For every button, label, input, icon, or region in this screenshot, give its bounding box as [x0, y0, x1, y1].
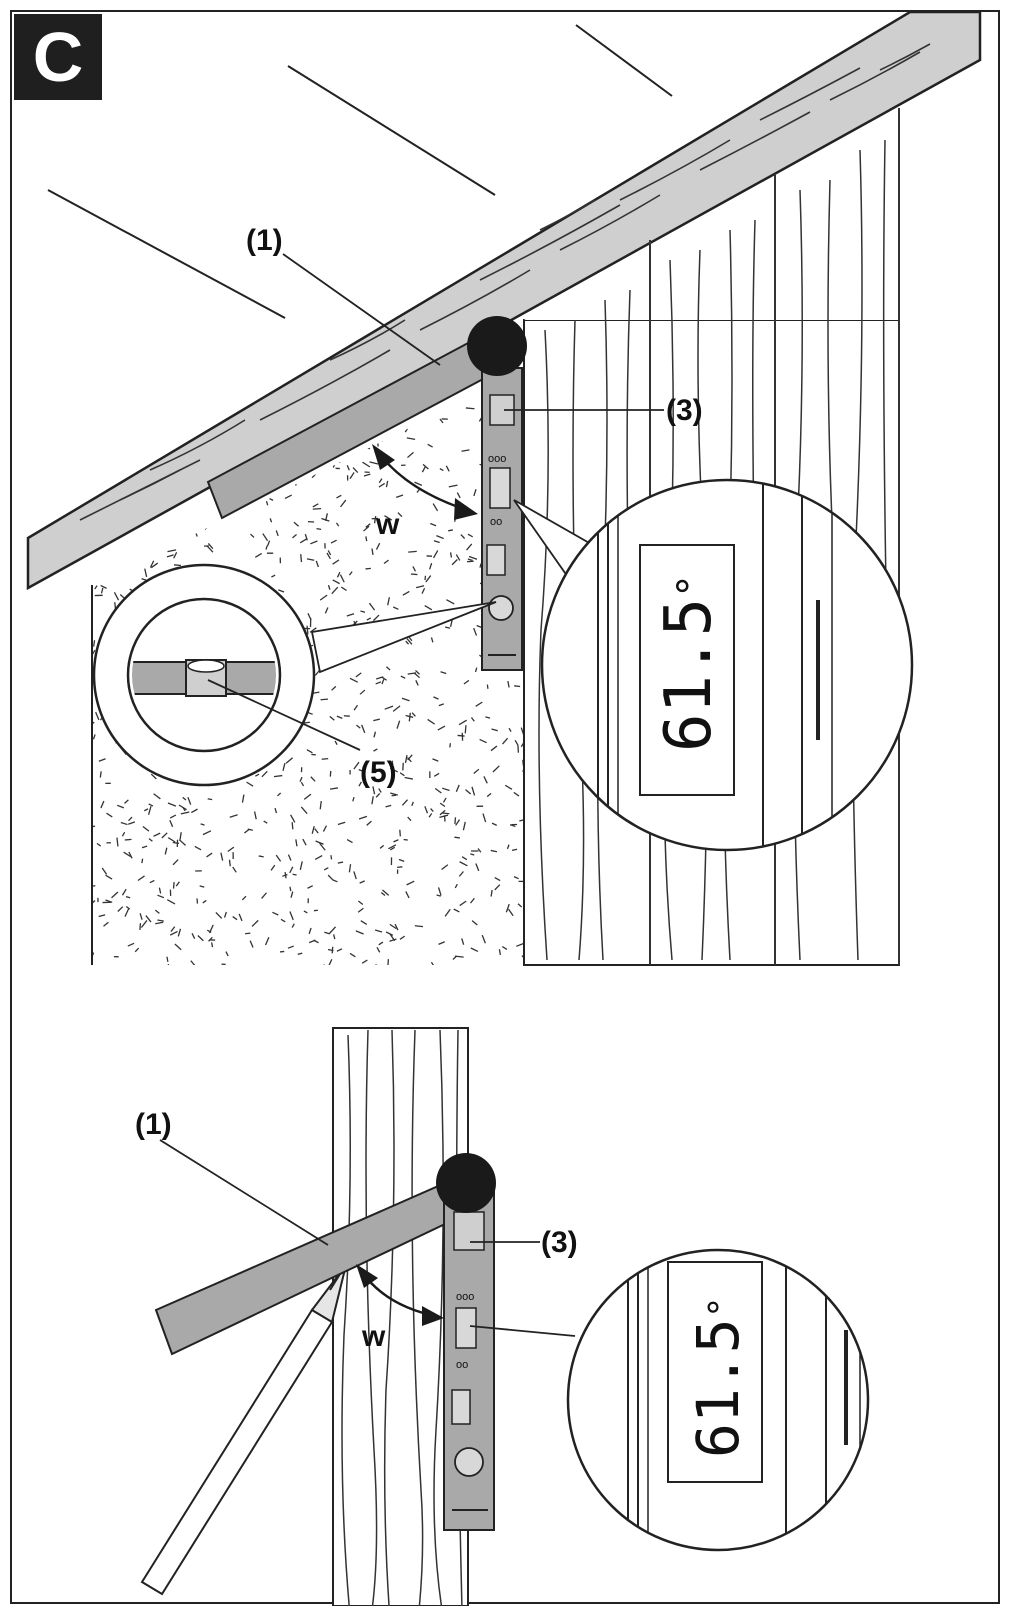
svg-text:oo: oo	[456, 1359, 468, 1371]
leader-arm	[282, 253, 441, 366]
magnifier-content	[597, 480, 833, 850]
leader-level	[207, 679, 361, 751]
pencil	[140, 1264, 347, 1596]
level-label: (5)	[360, 756, 397, 789]
pivot-knob-lower	[436, 1153, 496, 1213]
degree-symbol-lower: °	[702, 1296, 743, 1318]
level-vial	[132, 659, 276, 697]
body-label-lower: (3)	[541, 1226, 578, 1259]
degree-symbol: °	[670, 574, 716, 598]
level-pointer	[310, 601, 497, 674]
svg-text:oo: oo	[490, 516, 502, 528]
body-label: (3)	[666, 394, 703, 427]
pivot-knob	[467, 316, 527, 376]
small-display	[489, 467, 511, 509]
angle-label: w	[375, 508, 400, 541]
display-reading-lower: 61.5	[684, 1318, 752, 1458]
svg-text:ooo: ooo	[456, 1291, 474, 1303]
angle-label-lower: w	[361, 1320, 386, 1353]
small-display-lower	[455, 1307, 477, 1349]
leader-arm-lower	[159, 1139, 329, 1246]
rafter-beam	[26, 10, 982, 591]
svg-text:ooo: ooo	[488, 453, 506, 465]
arm-label: (1)	[246, 224, 283, 257]
display-reading: 61.5	[652, 598, 726, 752]
rafter-grain	[79, 43, 931, 521]
roof-lines	[47, 24, 673, 319]
figure-badge: C	[14, 14, 102, 100]
arm-label-lower: (1)	[135, 1108, 172, 1141]
